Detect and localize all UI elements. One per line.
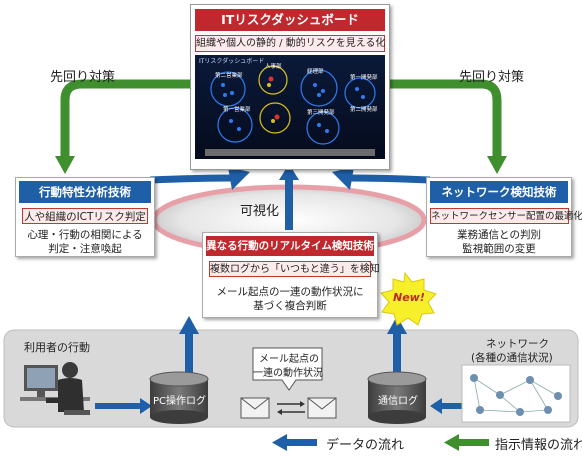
dashboard-title: ITリスクダッシュボード — [195, 9, 385, 31]
network-detection-title: ネットワーク検知技術 — [430, 181, 568, 203]
node-label-4: 第一営業部 — [223, 105, 251, 113]
comm-log-cylinder — [367, 371, 427, 424]
dashboard-screen-title: ITリスクダッシュボード — [199, 58, 265, 65]
blue-arrow-bottom-left-head — [179, 316, 199, 334]
blue-arrow-right-up — [349, 174, 431, 184]
realtime-detection-panel: 異なる行動のリアルタイム検知技術 複数ログから「いつもと違う」を検知 メール起点… — [202, 232, 380, 318]
mail-label-2: 一連の動作状況 — [253, 368, 323, 379]
exchange-arrows-icon — [277, 401, 305, 415]
green-arrow-left-head — [55, 156, 75, 174]
behavior-analysis-body-2: 判定・注意喚起 — [48, 243, 122, 255]
dashboard-network-view: 第二営業部 人事部 経理部 第一開発部 第一営業部 第三開発部 第二開発部 — [205, 62, 378, 156]
envelope-icon-left — [240, 397, 270, 419]
blue-arrow-network-head — [430, 398, 442, 414]
blue-arrow-center-up-head — [279, 164, 299, 180]
mail-speech-box — [252, 347, 323, 391]
legend-blue-arrow-head — [272, 434, 287, 451]
pc-log-cylinder — [149, 371, 209, 424]
node-label-6: 第二開発部 — [350, 105, 378, 113]
node-label-0: 第二営業部 — [215, 71, 243, 79]
node-label-1: 人事部 — [265, 62, 282, 70]
mail-label-1: メール起点の — [259, 354, 319, 365]
node-label-2: 経理部 — [307, 67, 324, 75]
new-badge-text: New! — [393, 291, 425, 304]
right-proactive-label: 先回り対策 — [459, 70, 525, 85]
blue-arrow-right-up-head — [332, 167, 354, 190]
dashboard-subtitle: 組織や個人の静的 / 動的リスクを見える化 — [195, 35, 385, 52]
network-label-2: (各種の通信状況) — [471, 352, 553, 364]
realtime-detection-sub: 複数ログから「いつもと違う」を検知 — [209, 261, 380, 277]
blue-arrow-center-up — [285, 178, 293, 230]
network-label-1: ネットワーク — [486, 338, 549, 350]
network-detection-panel: ネットワーク検知技術 ネットワークセンサー配置の最適化 業務通信との判別 監視範… — [426, 177, 582, 257]
network-detection-sub: ネットワークセンサー配置の最適化 — [430, 208, 582, 224]
behavior-analysis-body-1: 心理・行動の相関による — [27, 229, 143, 241]
blue-arrow-left-up — [149, 174, 233, 184]
green-arrow-right — [386, 79, 502, 158]
blue-arrow-bottom-left — [185, 330, 193, 375]
legend-data-flow: データの流れ — [326, 438, 405, 453]
comm-log-label: 通信ログ — [378, 396, 418, 407]
user-at-pc-icon — [20, 362, 90, 415]
envelope-icon-right — [307, 397, 337, 419]
node-label-5: 第三開発部 — [307, 108, 335, 116]
blue-arrow-bottom-right — [393, 330, 401, 375]
legend-blue-arrow — [285, 439, 317, 446]
network-mesh-icon — [461, 364, 571, 423]
green-arrow-right-head — [487, 156, 507, 174]
legend-instruction-flow: 指示情報の流れ — [495, 438, 582, 453]
behavior-analysis-panel: 行動特性分析技術 人や組織のICTリスク判定 心理・行動の相関による 判定・注意… — [15, 177, 155, 257]
behavior-analysis-sub: 人や組織のICTリスク判定 — [22, 208, 148, 224]
green-arrow-left — [60, 79, 190, 158]
realtime-detection-body-2: 基づく複合判断 — [253, 300, 327, 312]
behavior-analysis-title: 行動特性分析技術 — [19, 181, 151, 203]
left-proactive-label: 先回り対策 — [50, 70, 116, 85]
dashboard-screen: ITリスクダッシュボード — [195, 55, 385, 159]
realtime-detection-title: 異なる行動のリアルタイム検知技術 — [206, 236, 374, 256]
network-detection-body-1: 業務通信との判別 — [457, 229, 541, 241]
legend-green-arrow-head — [444, 434, 459, 451]
legend-green-arrow — [457, 439, 489, 446]
node-label-3: 第一開発部 — [350, 73, 378, 81]
dashboard-panel: ITリスクダッシュボード 組織や個人の静的 / 動的リスクを見える化 ITリスク… — [190, 4, 390, 170]
blue-arrow-network — [440, 403, 464, 409]
blue-arrow-left-up-head — [228, 167, 250, 190]
user-action-label: 利用者の行動 — [24, 341, 90, 354]
pc-log-label: PC操作ログ — [153, 396, 207, 407]
new-badge-star — [380, 271, 437, 326]
visualization-label: 可視化 — [240, 204, 280, 219]
blue-arrow-pc-log-head — [140, 398, 152, 414]
network-detection-body-2: 監視範囲の変更 — [462, 243, 536, 255]
blue-arrow-pc-log — [95, 403, 140, 409]
realtime-detection-body-1: メール起点の一連の動作状況に — [216, 286, 364, 298]
